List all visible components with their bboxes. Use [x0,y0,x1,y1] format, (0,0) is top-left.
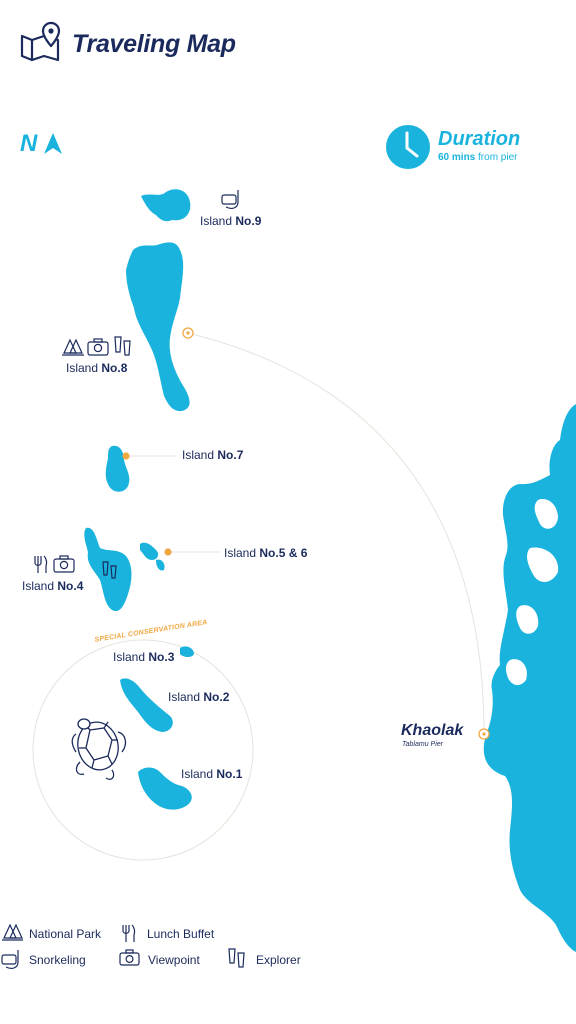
island-shape-5-6 [156,559,165,571]
mainland-bay [516,605,539,634]
national-park-icon [62,338,84,356]
legend-label-snorkeling: Snorkeling [29,953,86,967]
pier-subtitle: Tablamu Pier [402,741,443,748]
island-label-9: Island No.9 [200,214,262,228]
viewpoint-icon [53,555,75,573]
legend-label-explorer: Explorer [256,953,301,967]
marker-pier [478,728,490,740]
duration-value: 60 mins [438,152,476,163]
snorkeling-icon [1,950,19,969]
mainland-bay [527,547,559,582]
island-shape-3 [180,646,194,657]
explorer-icon [228,948,245,968]
island-label-7: Island No.7 [182,448,244,462]
turtle-icon [71,718,127,780]
marker-island-8 [182,327,194,339]
island-label-2: Island No.2 [168,690,230,704]
duration-title: Duration [438,128,521,150]
legend-label-viewpoint: Viewpoint [148,953,200,967]
island-shape-5-6 [140,542,159,560]
island-label-5-6: Island No.5 & 6 [224,546,308,560]
island-shape-8 [126,242,190,412]
marker-island-7 [122,452,130,460]
route-line [187,332,485,735]
explorer-icon [114,336,131,356]
lunch-buffet-icon [122,924,136,942]
island-shape-2 [120,678,173,732]
viewpoint-icon [87,338,109,356]
legend-label-national-park: National Park [29,927,102,941]
island-label-4: Island No.4 [22,579,84,593]
lunch-buffet-icon [34,555,48,573]
island-shape-1 [138,767,192,810]
marker-island-5-6 [164,548,172,556]
map-pin-icon [20,21,61,62]
viewpoint-icon [119,949,140,966]
mainland-bay [505,659,527,686]
island-shape-9 [141,189,191,222]
mainland-coast [483,404,576,952]
north-arrow-icon [44,133,62,154]
national-park-icon [2,923,23,941]
explorer-icon [102,561,117,579]
legend-label-lunch-buffet: Lunch Buffet [147,927,215,941]
clock-icon [386,125,430,169]
duration-suffix: from pier [478,152,518,163]
conservation-area-circle [32,639,254,861]
mainland-bay [534,499,558,529]
snorkeling-icon [221,190,239,209]
compass-label: N [20,130,38,157]
page-title: Traveling Map [72,30,236,58]
island-label-1: Island No.1 [181,767,243,781]
duration-subtitle: 60 mins from pier [438,152,517,163]
island-label-8: Island No.8 [66,361,128,375]
pier-name: Khaolak [401,722,464,739]
island-label-3: Island No.3 [113,650,175,664]
